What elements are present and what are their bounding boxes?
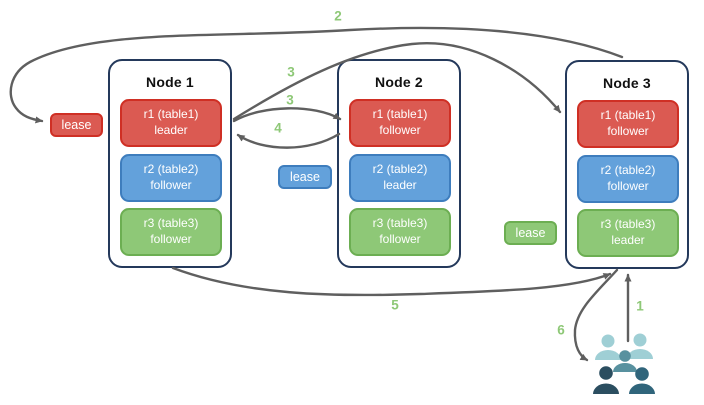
replica-range-label: r3 (table3)	[600, 217, 656, 232]
flow-label-3-lower: 3	[286, 92, 294, 108]
node-3-replica-r3: r3 (table3) leader	[577, 209, 679, 257]
replica-range-label: r1 (table1)	[143, 107, 199, 122]
node-3-title: Node 3	[603, 75, 651, 91]
replica-role-label: follower	[379, 232, 421, 246]
node-3-replica-r1: r1 (table1) follower	[577, 100, 679, 148]
flow-label-6: 6	[557, 322, 565, 338]
node-2-box: Node 2 r1 (table1) follower r2 (table2) …	[337, 59, 461, 268]
node-1-title: Node 1	[146, 74, 194, 90]
arrow-2-node3-to-lease1	[9, 26, 624, 124]
replica-role-label: leader	[383, 178, 417, 192]
flow-label-2: 2	[334, 8, 342, 24]
node-1-replica-r1: r1 (table1) leader	[120, 99, 222, 147]
lease-badge-green: lease	[504, 221, 557, 245]
replica-range-label: r3 (table3)	[372, 216, 428, 231]
node-1-box: Node 1 r1 (table1) leader r2 (table2) fo…	[108, 59, 232, 268]
flow-label-4: 4	[274, 120, 282, 136]
replica-role-label: follower	[607, 124, 649, 138]
replica-range-label: r1 (table1)	[372, 107, 428, 122]
replica-range-label: r2 (table2)	[600, 163, 656, 178]
replica-role-label: follower	[150, 178, 192, 192]
replica-range-label: r2 (table2)	[143, 162, 199, 177]
flow-label-5: 5	[391, 297, 399, 313]
replica-role-label: follower	[607, 179, 649, 193]
replica-range-label: r1 (table1)	[600, 108, 656, 123]
replica-role-label: follower	[379, 123, 421, 137]
replica-role-label: follower	[150, 232, 192, 246]
node-2-replica-r2: r2 (table2) leader	[349, 154, 451, 202]
users-icon	[593, 333, 655, 394]
node-3-replica-r2: r2 (table2) follower	[577, 155, 679, 203]
node-1-replica-r3: r3 (table3) follower	[120, 208, 222, 256]
node-2-replica-r1: r1 (table1) follower	[349, 99, 451, 147]
node-1-replica-r2: r2 (table2) follower	[120, 154, 222, 202]
node-3-box: Node 3 r1 (table1) follower r2 (table2) …	[565, 60, 689, 269]
flow-label-3-upper: 3	[287, 64, 295, 80]
node-2-replica-r3: r3 (table3) follower	[349, 208, 451, 256]
replica-role-label: leader	[611, 233, 645, 247]
lease-badge-blue: lease	[278, 165, 332, 189]
flow-label-1: 1	[636, 298, 644, 314]
replica-range-label: r3 (table3)	[143, 216, 199, 231]
node-2-title: Node 2	[375, 74, 423, 90]
lease-badge-red: lease	[50, 113, 103, 137]
arrow-6-node3-to-client	[573, 268, 619, 362]
arrow-4-node2-to-node1	[236, 132, 341, 149]
replica-range-label: r2 (table2)	[372, 162, 428, 177]
arrow-5-node1-to-node3	[171, 266, 612, 297]
arrow-3-node1-to-node2	[232, 107, 342, 123]
replica-role-label: leader	[154, 123, 188, 137]
